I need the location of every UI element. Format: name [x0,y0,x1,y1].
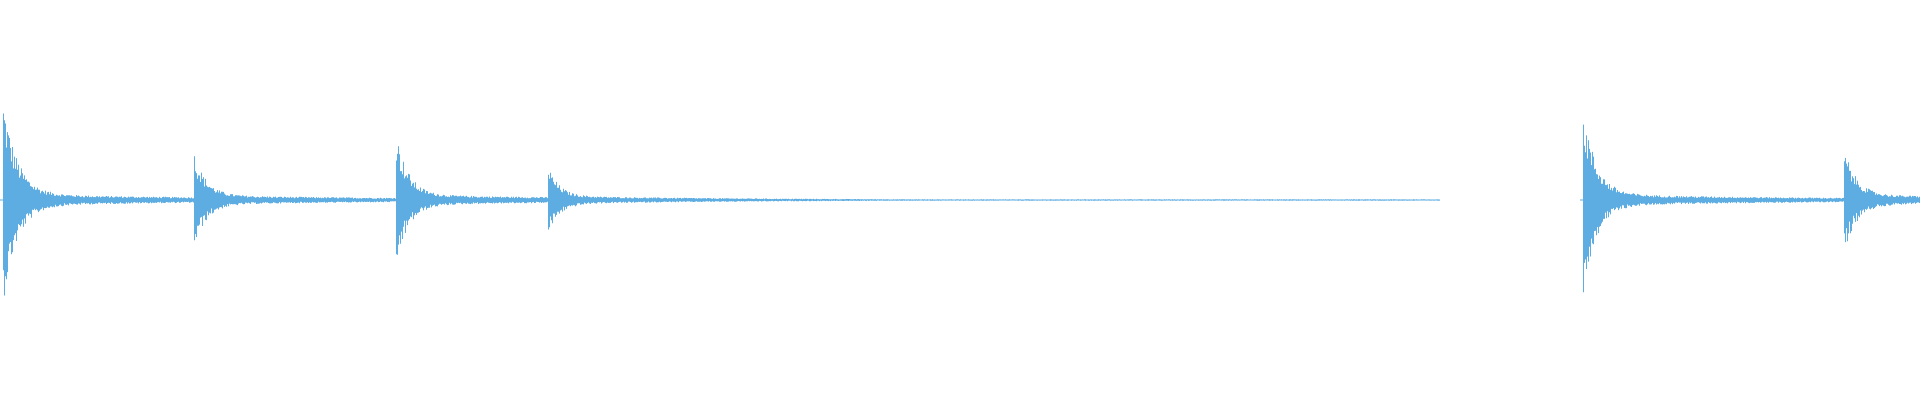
waveform-signal [3,113,1920,296]
waveform-bars [0,113,1920,296]
